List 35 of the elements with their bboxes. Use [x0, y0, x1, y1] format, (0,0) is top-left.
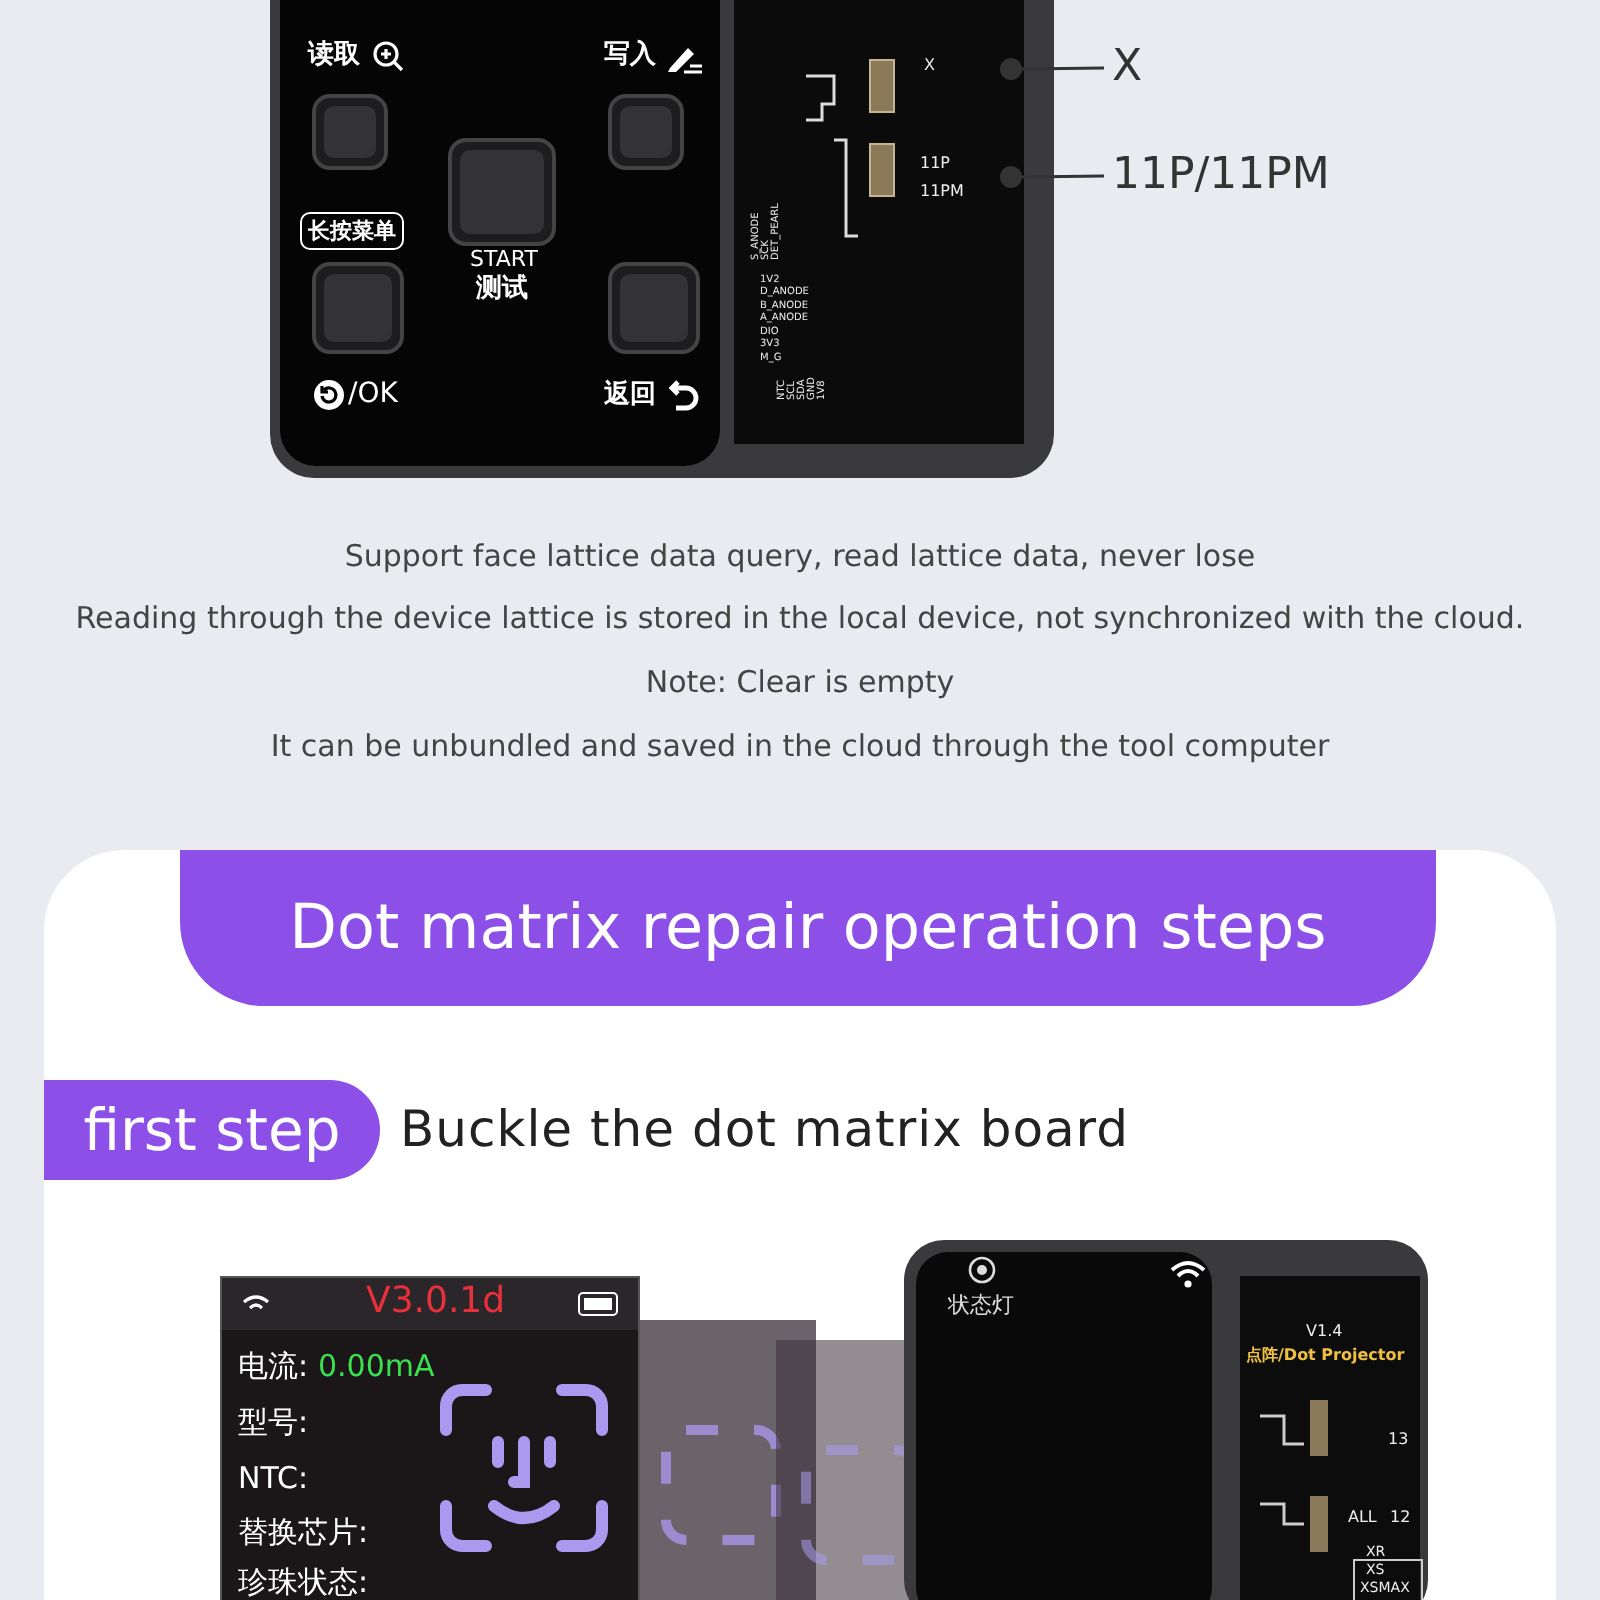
callout-text: X — [1112, 44, 1143, 92]
board-label: 12 — [1390, 1508, 1411, 1528]
screen-value: 0.00mA — [318, 1346, 435, 1388]
callout-text: 11P/11PM — [1112, 152, 1330, 200]
status-lamp-label: 状态灯 — [948, 1292, 1014, 1319]
board-label: V1.4 — [1306, 1322, 1343, 1342]
screen-text: 珍珠状态: — [238, 1562, 369, 1600]
menu-bubble: 长按菜单 — [300, 212, 404, 250]
board-label: 13 — [1388, 1430, 1409, 1450]
description-text: Note: Clear is empty — [645, 664, 955, 700]
board-label: 点阵/Dot Projector — [1246, 1346, 1405, 1366]
button-label: 测试 — [476, 274, 528, 306]
button-label: START — [470, 246, 538, 273]
board-label: X — [924, 56, 935, 76]
board-label: 11PM — [920, 182, 964, 202]
leader-line — [1021, 174, 1105, 179]
description-text: Support face lattice data query, read lattice data, never lose — [344, 538, 1256, 574]
board-label: 11P — [920, 154, 951, 174]
board-label: ALL — [1348, 1508, 1377, 1528]
version-text: V3.0.1d — [366, 1278, 506, 1326]
description-text: Reading through the device lattice is stored in the local device, not synchronized with the cloud. — [75, 600, 1525, 636]
title-banner: Dot matrix repair operation steps — [180, 850, 1436, 1006]
button-label: 读取 — [308, 40, 360, 72]
button-label: 写入 — [604, 40, 656, 72]
screen-text: 电流: — [238, 1346, 309, 1388]
leader-line — [1021, 66, 1105, 71]
screen-text: NTC: — [238, 1458, 309, 1500]
button-label: /OK — [348, 378, 398, 412]
step-description: Buckle the dot matrix board — [400, 1100, 1130, 1158]
button-label: 返回 — [604, 380, 656, 412]
screen-text: 替换芯片: — [238, 1512, 369, 1554]
step-badge: first step — [44, 1080, 380, 1180]
device-screen — [220, 1276, 640, 1600]
screen-text: 型号: — [238, 1402, 309, 1444]
description-text: It can be unbundled and saved in the cloud through the tool computer — [270, 728, 1330, 764]
